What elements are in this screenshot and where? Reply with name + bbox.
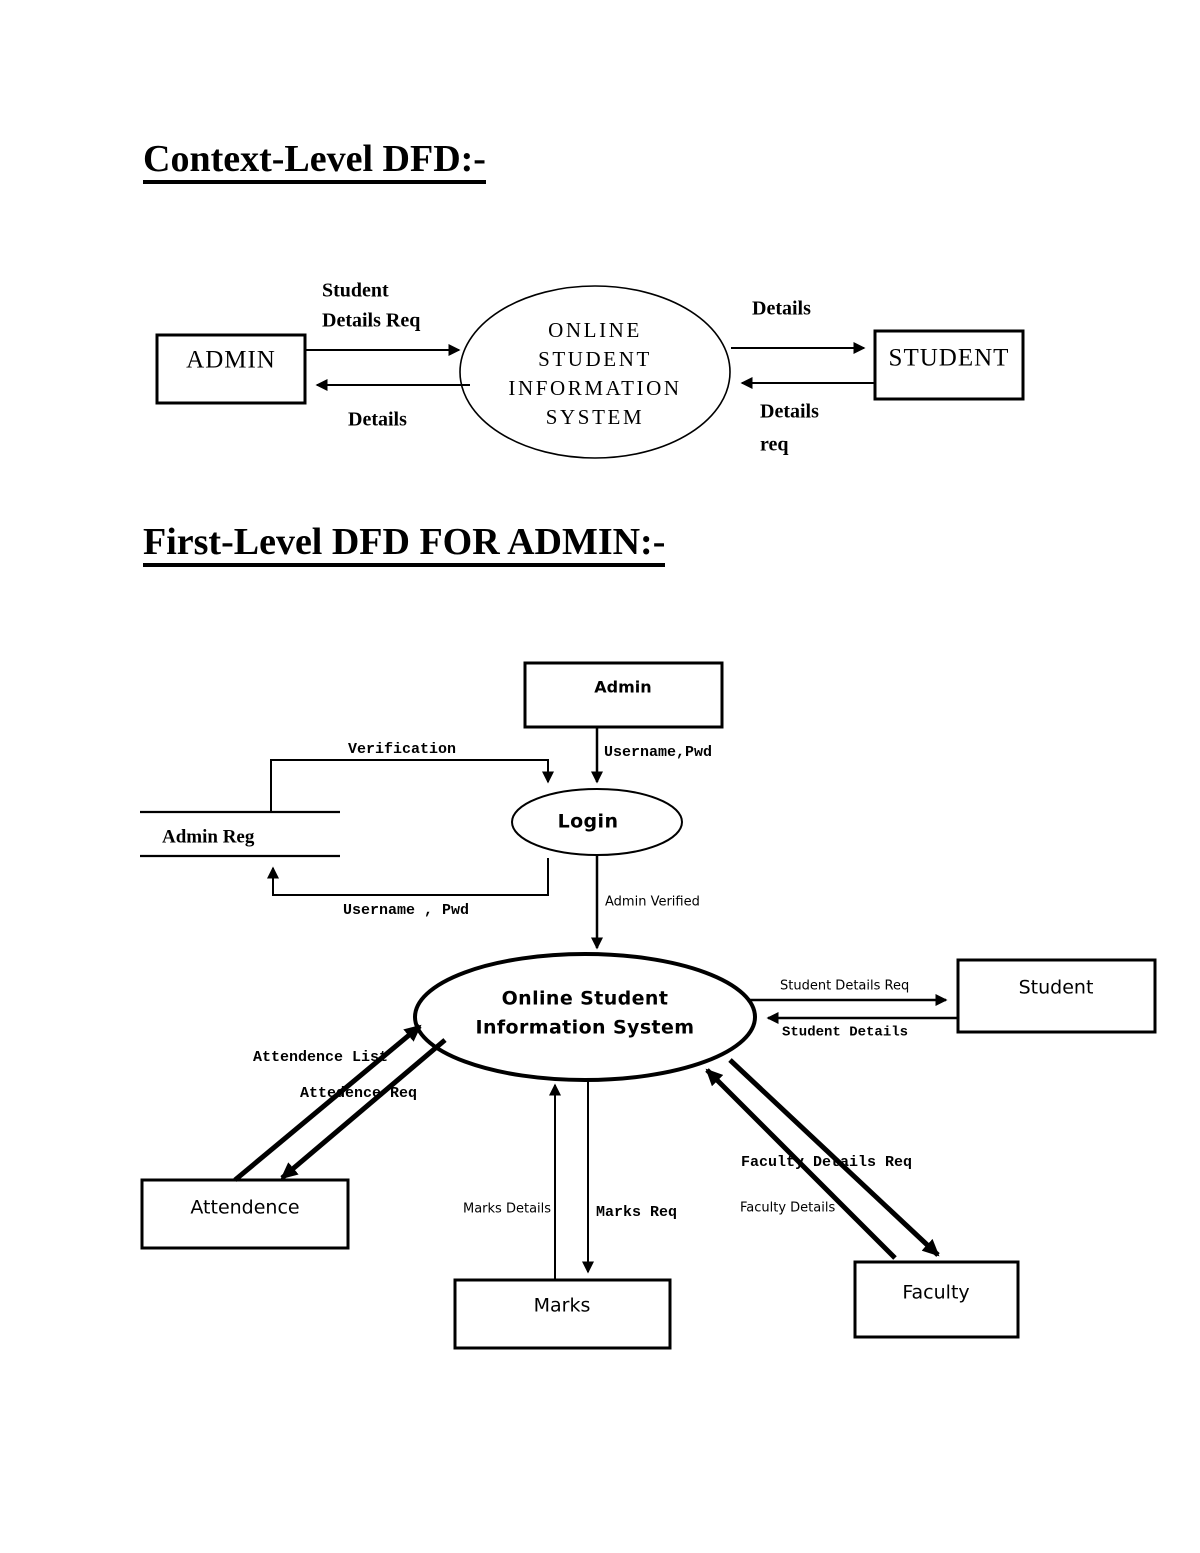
first-entity-attendence-label: Attendence (190, 1197, 299, 1219)
first-entity-attendence[interactable]: Attendence (140, 1178, 350, 1250)
page-title-first-level-dfd: First-Level DFD FOR ADMIN:- (143, 523, 666, 567)
first-flow-student-to-osis: Student Details (766, 1012, 958, 1041)
first-process-osis[interactable]: Online Student Information System (413, 952, 757, 1082)
first-flow-faculty-details-req-label: Faculty Details Req (741, 1154, 912, 1171)
first-flow-attendence-list-label: Attendence List (253, 1049, 388, 1066)
first-flow-login-credentials-label: Username , Pwd (343, 902, 469, 919)
first-flow-store-to-login-verification: Verification (270, 741, 554, 812)
first-flow-osis-to-marks: Marks Req (582, 1080, 677, 1274)
first-entity-student-label: Student (1019, 977, 1094, 999)
context-entity-student-label: STUDENT (889, 345, 1010, 372)
first-datastore-admin-reg[interactable]: Admin Reg (140, 810, 340, 858)
first-process-login[interactable]: Login (511, 788, 683, 856)
context-process-line3: INFORMATION (508, 376, 681, 400)
first-entity-admin-label: Admin (594, 678, 651, 697)
first-flow-marks-details-label: Marks Details (463, 1202, 551, 1217)
first-flow-login-to-osis: Admin Verified (591, 856, 700, 950)
first-entity-faculty-label: Faculty (902, 1282, 969, 1304)
first-flow-osis-to-student: Student Details Req (747, 979, 948, 1006)
context-entity-admin[interactable]: ADMIN (155, 333, 307, 405)
context-flow-process-to-student-label: Details (752, 298, 811, 320)
first-flow-admin-to-login: Username,Pwd (591, 727, 712, 784)
first-process-login-label: Login (558, 811, 619, 833)
first-entity-faculty[interactable]: Faculty (853, 1260, 1020, 1339)
first-flow-attendence-req-label: Attedence Req (300, 1085, 417, 1102)
context-flow-admin-to-process-label-line1: Student (322, 280, 389, 302)
first-flow-marks-to-osis: Marks Details (463, 1083, 561, 1280)
context-process-line1: ONLINE (548, 318, 642, 342)
first-entity-marks[interactable]: Marks (453, 1278, 672, 1350)
first-datastore-admin-reg-label: Admin Reg (162, 826, 255, 847)
context-process-osis[interactable]: ONLINE STUDENT INFORMATION SYSTEM (459, 285, 731, 459)
first-flow-verification-label: Verification (348, 741, 456, 758)
first-entity-admin[interactable]: Admin (523, 661, 724, 729)
context-flow-student-to-process-label-line1: Details (760, 401, 819, 423)
first-flow-marks-req-label: Marks Req (596, 1204, 677, 1221)
page-title-context-level-dfd: Context-Level DFD:- (143, 140, 486, 184)
context-flow-process-to-admin: Details (315, 379, 470, 431)
first-level-dfd-group: Admin Username,Pwd Admin Reg Verificatio… (140, 661, 1157, 1350)
context-flow-student-to-process-label-line2: req (760, 434, 789, 456)
first-flow-faculty-to-osis: Faculty Details (705, 1068, 897, 1260)
context-process-line4: SYSTEM (546, 405, 644, 429)
first-flow-osis-to-faculty: Faculty Details Req (728, 1058, 940, 1257)
first-flow-admin-verified-label: Admin Verified (605, 895, 700, 910)
first-flow-student-details-label: Student Details (782, 1025, 908, 1041)
context-process-line2: STUDENT (538, 347, 652, 371)
context-flow-process-to-admin-label: Details (348, 409, 407, 431)
first-flow-faculty-details-label: Faculty Details (740, 1201, 835, 1216)
context-entity-student[interactable]: STUDENT (873, 329, 1025, 401)
first-flow-admin-to-login-label: Username,Pwd (604, 744, 712, 761)
first-flow-student-details-req-label: Student Details Req (780, 979, 909, 994)
context-flow-admin-to-process: Student Details Req (305, 280, 461, 356)
context-flow-process-to-student: Details (731, 298, 866, 354)
first-flow-login-to-store-credentials: Username , Pwd (267, 858, 549, 919)
first-flow-attendence-to-osis: Attendence List (233, 1024, 422, 1182)
first-process-osis-line2: Information System (475, 1017, 694, 1039)
context-flow-student-to-process: Details req (740, 377, 875, 456)
context-entity-admin-label: ADMIN (186, 347, 276, 374)
first-process-osis-line1: Online Student (502, 988, 669, 1010)
first-flow-osis-to-attendence: Attedence Req (280, 1038, 447, 1180)
first-entity-marks-label: Marks (534, 1295, 591, 1317)
context-flow-admin-to-process-label-line2: Details Req (322, 310, 420, 332)
first-entity-student[interactable]: Student (956, 958, 1157, 1034)
context-level-dfd-group: ADMIN ONLINE STUDENT INFORMATION SYSTEM … (155, 280, 1025, 459)
